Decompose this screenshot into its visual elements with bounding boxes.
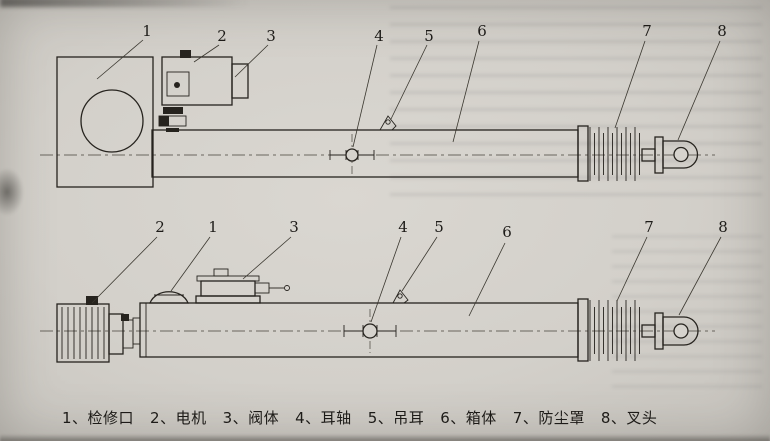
legend-item-trunnion: 4、耳轴 [295, 409, 352, 427]
legend-item-valve-body: 3、阀体 [222, 409, 280, 427]
top-motor [158, 50, 233, 132]
side-lifting-lug [392, 289, 409, 304]
side-motor [56, 296, 141, 363]
legend-item-fork-head: 8、叉头 [600, 409, 658, 427]
legend-item-dust-cover: 7、防尘罩 [512, 409, 585, 427]
top-lifting-lug [379, 115, 397, 131]
legend-item-lifting-lug: 5、吊耳 [367, 409, 425, 427]
side-callout-8: 8 [718, 218, 728, 236]
side-callout-3: 3 [289, 218, 299, 236]
side-callout-leaders [91, 236, 722, 323]
side-callout-4: 4 [398, 218, 408, 236]
top-fork-head [641, 136, 699, 174]
legend-item-housing: 6、箱体 [440, 409, 497, 427]
side-valve-body [195, 268, 290, 304]
side-callout-7: 7 [644, 218, 654, 236]
top-callout-5: 5 [424, 27, 434, 45]
legend-item-inspection-port: 1、检修口 [62, 409, 135, 427]
side-callout-5: 5 [434, 218, 444, 236]
side-dust-cover [589, 300, 640, 361]
top-inspection-housing [56, 56, 154, 188]
side-trunnion [343, 309, 397, 353]
side-callout-1: 1 [208, 218, 218, 236]
top-housing-tube [151, 125, 589, 182]
top-dust-cover [589, 127, 640, 181]
top-callout-2: 2 [217, 27, 227, 45]
top-callout-3: 3 [266, 27, 276, 45]
parts-legend: 1、检修口 2、电机 3、阀体 4、耳轴 5、吊耳 6、箱体 7、防尘罩 8、叉… [62, 407, 752, 428]
side-callout-6: 6 [502, 223, 512, 241]
top-callout-8: 8 [717, 22, 727, 40]
side-callout-2: 2 [155, 218, 165, 236]
side-fork-head [641, 312, 699, 350]
side-inspection-port [149, 291, 189, 304]
side-housing-tube [139, 298, 589, 362]
top-callout-7: 7 [642, 22, 652, 40]
top-valve-body [231, 63, 249, 99]
side-view: 2 1 3 4 5 6 7 8 [40, 218, 728, 363]
top-callout-6: 6 [477, 22, 487, 40]
legend-item-motor: 2、电机 [150, 409, 207, 427]
top-view: 1 2 3 4 5 6 7 8 [40, 22, 727, 188]
top-callout-1: 1 [142, 22, 152, 40]
top-trunnion [329, 134, 375, 176]
top-callout-4: 4 [374, 27, 384, 45]
top-callout-leaders [96, 39, 721, 148]
